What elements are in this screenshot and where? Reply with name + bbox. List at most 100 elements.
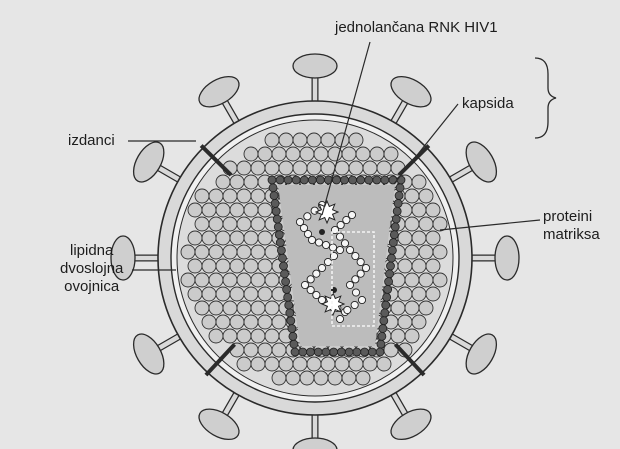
matrix-sphere	[244, 343, 258, 357]
rna-bead	[336, 246, 343, 253]
capsid-bead	[388, 246, 396, 254]
capsid-bead	[381, 309, 389, 317]
rna-bead	[308, 236, 315, 243]
matrix-sphere	[279, 161, 293, 175]
matrix-sphere	[272, 147, 286, 161]
matrix-sphere	[349, 133, 363, 147]
matrix-sphere	[195, 301, 209, 315]
matrix-sphere	[202, 203, 216, 217]
capsid-bead	[276, 239, 284, 247]
matrix-sphere	[293, 133, 307, 147]
matrix-sphere	[412, 203, 426, 217]
matrix-sphere	[237, 161, 251, 175]
label-membrane-line1: lipidna	[60, 242, 123, 260]
capsid-bead	[290, 340, 298, 348]
spike-cap	[495, 236, 519, 280]
matrix-sphere	[251, 217, 265, 231]
spike-cap	[194, 403, 244, 446]
matrix-sphere	[412, 175, 426, 189]
rna-bead	[313, 270, 320, 277]
capsid-bead	[316, 176, 324, 184]
capsid-bead	[341, 176, 349, 184]
matrix-sphere	[300, 147, 314, 161]
capsid-bead	[299, 348, 307, 356]
matrix-sphere	[433, 245, 447, 259]
capsid-bead	[288, 325, 296, 333]
capsid-bead	[287, 317, 295, 325]
label-matrix: proteini matriksa	[543, 208, 600, 244]
capsid-bead	[387, 254, 395, 262]
matrix-sphere	[307, 357, 321, 371]
matrix-sphere	[405, 273, 419, 287]
label-membrane-line2: dvoslojna	[60, 260, 123, 278]
capsid-bead	[291, 348, 299, 356]
spike-cap	[194, 70, 244, 113]
spike-cap	[293, 54, 337, 78]
rna-bead	[352, 289, 359, 296]
matrix-sphere	[405, 329, 419, 343]
matrix-sphere	[307, 133, 321, 147]
capsid-bead	[314, 348, 322, 356]
matrix-sphere	[258, 231, 272, 245]
capsid-bead	[333, 176, 341, 184]
rna-bead	[346, 246, 353, 253]
matrix-sphere	[279, 133, 293, 147]
spike-cap	[460, 329, 503, 379]
spike-cap	[293, 438, 337, 449]
matrix-sphere	[272, 371, 286, 385]
rna-bead	[318, 264, 325, 271]
matrix-sphere	[244, 175, 258, 189]
matrix-sphere	[419, 273, 433, 287]
matrix-sphere	[244, 287, 258, 301]
matrix-sphere	[419, 245, 433, 259]
matrix-sphere	[223, 189, 237, 203]
capsid-bead	[377, 340, 385, 348]
capsid-bead	[278, 254, 286, 262]
matrix-sphere	[230, 287, 244, 301]
capsid-bead	[397, 176, 405, 184]
matrix-sphere	[286, 147, 300, 161]
matrix-sphere	[258, 259, 272, 273]
matrix-sphere	[265, 133, 279, 147]
matrix-sphere	[321, 357, 335, 371]
matrix-sphere	[209, 301, 223, 315]
capsid-bead	[337, 348, 345, 356]
matrix-sphere	[356, 371, 370, 385]
capsid-bead	[368, 348, 376, 356]
matrix-sphere	[251, 301, 265, 315]
label-capsid: kapsida	[462, 95, 514, 113]
capsid-bead	[378, 332, 386, 340]
capsid-bead	[396, 184, 404, 192]
matrix-sphere	[370, 147, 384, 161]
capsid-bead	[285, 301, 293, 309]
matrix-sphere	[398, 259, 412, 273]
matrix-sphere	[223, 217, 237, 231]
rna-bead	[357, 258, 364, 265]
matrix-sphere	[314, 371, 328, 385]
rna-bead	[307, 276, 314, 283]
matrix-sphere	[419, 301, 433, 315]
matrix-sphere	[195, 189, 209, 203]
capsid-bead	[394, 199, 402, 207]
capsid-bead	[270, 192, 278, 200]
rna-bead	[304, 213, 311, 220]
matrix-sphere	[244, 259, 258, 273]
capsid-bead	[274, 223, 282, 231]
matrix-sphere	[349, 357, 363, 371]
reverse-transcriptase-star	[322, 293, 344, 315]
capsid-bead	[273, 215, 281, 223]
capsid-bead	[357, 176, 365, 184]
matrix-sphere	[223, 273, 237, 287]
matrix-sphere	[363, 161, 377, 175]
matrix-sphere	[244, 231, 258, 245]
capsid-bead	[381, 176, 389, 184]
matrix-sphere	[321, 133, 335, 147]
matrix-sphere	[426, 259, 440, 273]
label-spikes: izdanci	[68, 132, 115, 150]
matrix-sphere	[419, 217, 433, 231]
matrix-sphere	[202, 315, 216, 329]
matrix-sphere	[405, 245, 419, 259]
matrix-sphere	[209, 245, 223, 259]
rna-bead	[311, 207, 318, 214]
